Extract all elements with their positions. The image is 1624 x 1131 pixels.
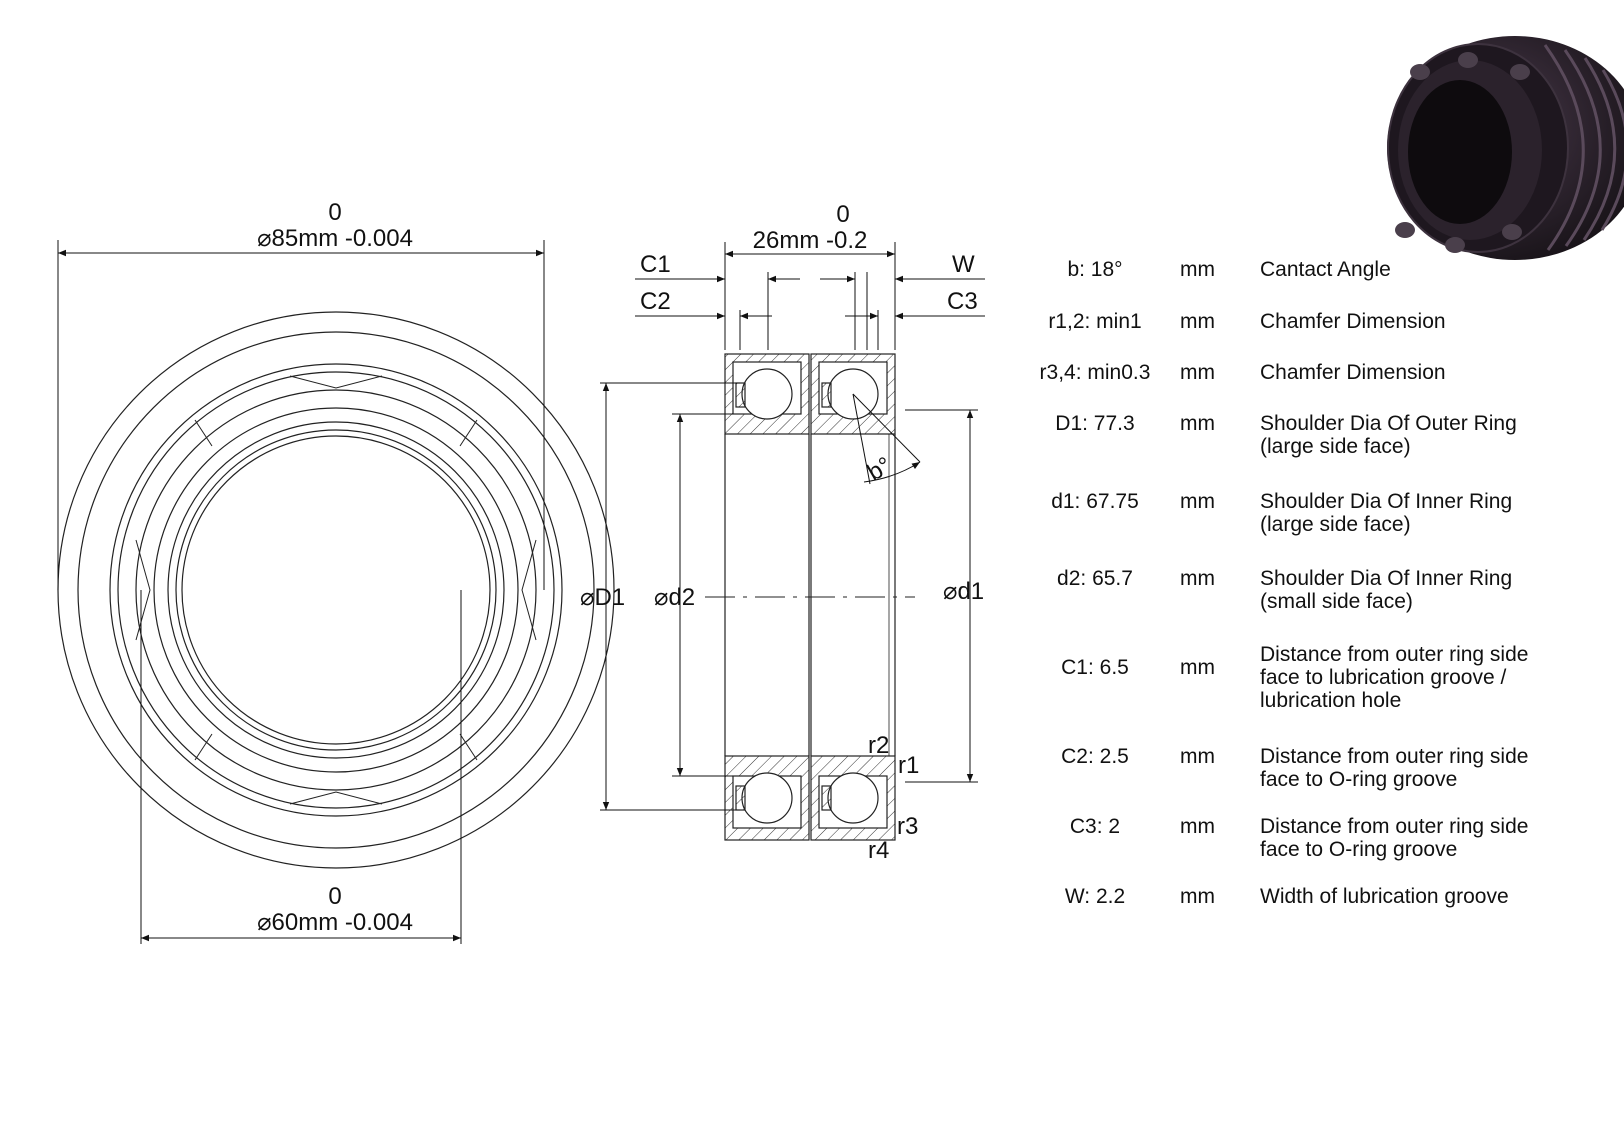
cage-pockets bbox=[135, 375, 537, 805]
spec-symbol: C2: 2.5 bbox=[1061, 745, 1129, 768]
width-value: 26mm -0.2 bbox=[753, 227, 868, 254]
ball bbox=[741, 772, 793, 824]
diameter-symbol: ⌀ bbox=[654, 584, 668, 611]
spec-desc: Shoulder Dia Of Inner Ring (large side f… bbox=[1260, 490, 1513, 536]
label-d1-inner-text: d1 bbox=[957, 578, 984, 605]
spec-symbol: b: 18° bbox=[1067, 258, 1123, 281]
ball bbox=[827, 772, 879, 824]
diameter-symbol: ⌀ bbox=[257, 225, 271, 252]
label-d1-inner: ⌀d1 bbox=[943, 578, 984, 605]
outer-dia-text: 85mm -0.004 bbox=[272, 225, 413, 252]
spec-desc: Distance from outer ring side face to O-… bbox=[1260, 815, 1529, 861]
ball bbox=[741, 368, 793, 420]
spec-symbol: W: 2.2 bbox=[1064, 885, 1126, 908]
spec-desc: Cantact Angle bbox=[1260, 258, 1391, 281]
diameter-symbol: ⌀ bbox=[257, 909, 271, 936]
inner-dia-upper-dev: 0 bbox=[328, 883, 341, 910]
spec-symbol: r1,2: min1 bbox=[1048, 310, 1142, 333]
spec-unit: mm bbox=[1180, 656, 1215, 679]
spec-unit: mm bbox=[1180, 885, 1215, 908]
inner-dia-dimension bbox=[140, 590, 462, 944]
outer-dia-dimension bbox=[57, 240, 545, 590]
spec-desc: Shoulder Dia Of Outer Ring (large side f… bbox=[1260, 412, 1517, 458]
spec-desc: Distance from outer ring side face to O-… bbox=[1260, 745, 1529, 791]
section-view: 0 26mm -0.2 C1 C2 W C3 ⌀D1 ⌀d2 ⌀d1 b° r2… bbox=[580, 201, 985, 864]
spec-unit: mm bbox=[1180, 361, 1215, 384]
bearing-3d-render bbox=[1387, 36, 1624, 260]
label-d1-outer: ⌀D1 bbox=[580, 584, 625, 611]
spec-desc: Chamfer Dimension bbox=[1260, 310, 1446, 333]
label-c2: C2 bbox=[640, 288, 671, 315]
label-d1-outer-text: D1 bbox=[594, 584, 625, 611]
label-r3: r3 bbox=[897, 813, 918, 840]
outer-dia-value: ⌀85mm -0.004 bbox=[257, 225, 413, 252]
spec-unit: mm bbox=[1180, 258, 1215, 281]
label-r2: r2 bbox=[868, 732, 889, 759]
outer-dia-upper-dev: 0 bbox=[328, 199, 341, 226]
label-c3: C3 bbox=[947, 288, 978, 315]
label-d2-text: d2 bbox=[668, 584, 695, 611]
spec-unit: mm bbox=[1180, 310, 1215, 333]
spec-symbol: C1: 6.5 bbox=[1061, 656, 1129, 679]
label-w: W bbox=[952, 251, 975, 278]
label-d2: ⌀d2 bbox=[654, 584, 695, 611]
spec-desc: Shoulder Dia Of Inner Ring (small side f… bbox=[1260, 567, 1513, 613]
label-r4: r4 bbox=[868, 837, 889, 864]
spec-unit: mm bbox=[1180, 745, 1215, 768]
section-bottom bbox=[724, 755, 896, 841]
section-top bbox=[724, 353, 896, 435]
spec-desc: Width of lubrication groove bbox=[1260, 885, 1509, 908]
inner-dia-text: 60mm -0.004 bbox=[272, 909, 413, 936]
label-c1: C1 bbox=[640, 251, 671, 278]
spec-symbol: C3: 2 bbox=[1069, 815, 1121, 838]
front-view bbox=[57, 311, 615, 869]
diameter-symbol: ⌀ bbox=[580, 584, 594, 611]
spec-desc: Distance from outer ring side face to lu… bbox=[1260, 643, 1529, 712]
spec-symbol: D1: 77.3 bbox=[1055, 412, 1135, 435]
inner-dia-value: ⌀60mm -0.004 bbox=[257, 909, 413, 936]
spec-symbol: r3,4: min0.3 bbox=[1039, 361, 1151, 384]
spec-symbol: d1: 67.75 bbox=[1051, 490, 1139, 513]
spec-unit: mm bbox=[1180, 567, 1215, 590]
spec-desc: Chamfer Dimension bbox=[1260, 361, 1446, 384]
width-upper-dev: 0 bbox=[836, 201, 849, 228]
spec-unit: mm bbox=[1180, 815, 1215, 838]
diameter-symbol: ⌀ bbox=[943, 578, 957, 605]
spec-unit: mm bbox=[1180, 490, 1215, 513]
label-r1: r1 bbox=[898, 752, 919, 779]
spec-symbol: d2: 65.7 bbox=[1057, 567, 1133, 590]
spec-unit: mm bbox=[1180, 412, 1215, 435]
